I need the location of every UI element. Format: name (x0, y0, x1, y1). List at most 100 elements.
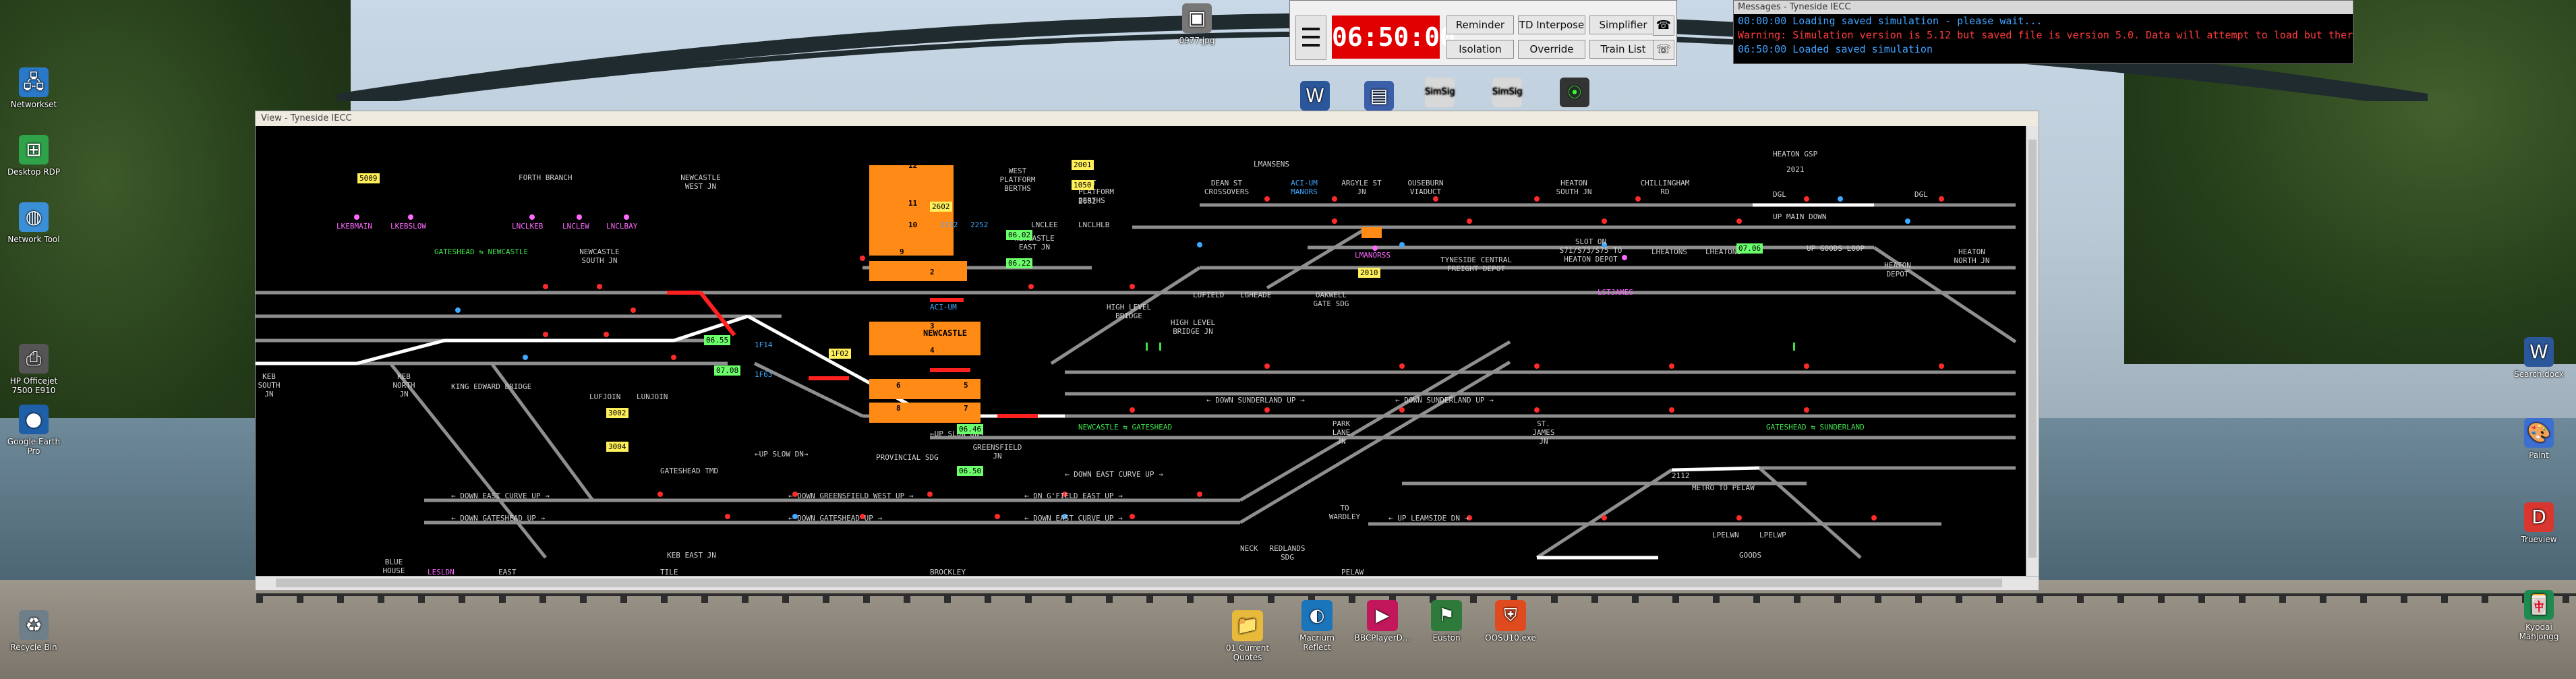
label-up-main-down: UP MAIN DOWN (1773, 212, 1827, 221)
desktop-icon-hp-officejet[interactable]: ⎙ HP Officejet 7500 E910 (0, 344, 67, 395)
desktop-icon-current-quotes[interactable]: 📁 01 Current Quotes (1217, 610, 1278, 662)
label-lkebmain: LKEBMAIN (336, 222, 372, 231)
platform-number-1: 1 (970, 247, 975, 256)
label-lnclee: LNCLEE (1031, 220, 1058, 229)
timer-box[interactable]: 06.02 (1006, 230, 1033, 240)
label-down-greensfield-west-up: ← DOWN GREENSFIELD WEST UP → (788, 492, 914, 500)
label-st-james-jn: ST. JAMES JN (1532, 419, 1555, 446)
desktop-icon-network-tool[interactable]: ◍ Network Tool (0, 202, 67, 244)
desktop-icon-euston[interactable]: ⚑ Euston (1416, 600, 1477, 643)
reminder-button[interactable]: Reminder (1446, 16, 1514, 34)
desktop-icon-jpg[interactable]: ▣ 0977.jpg (1163, 3, 1231, 45)
hamburger-icon-bar (1302, 44, 1320, 47)
network-icon: 🖧 (19, 67, 49, 97)
view-window-title[interactable]: View - Tyneside IECC (256, 111, 2039, 126)
desktop-icon-kyodai-mahjongg[interactable]: 🀄 Kyodai Mahjongg (2505, 590, 2573, 641)
horizontal-scrollbar-thumb[interactable] (276, 579, 2002, 587)
override-button[interactable]: Override (1518, 40, 1585, 59)
timer-box[interactable]: 06.55 (704, 335, 731, 345)
berth-5009[interactable]: 5009 (357, 173, 380, 183)
label-gateshead-newcastle: GATESHEAD ⇆ NEWCASTLE (434, 247, 529, 256)
desktop-icon-recycle-bin[interactable]: ♻ Recycle Bin (0, 610, 67, 652)
berth-2001[interactable]: 2001 (1072, 160, 1094, 170)
label-slot-on-heaton-depot: SLOT ON S71/S73/S75 TO HEATON DEPOT (1559, 237, 1622, 264)
desktop-icon-simsig-2[interactable]: SimSig (1484, 78, 1531, 110)
view-window: View - Tyneside IECC (255, 111, 2039, 591)
desktop-icon-search-docx[interactable]: W Search.docx (2505, 337, 2573, 379)
platform-number-8: 8 (896, 404, 901, 413)
image-file-icon: ▣ (1182, 3, 1212, 33)
simplifier-button[interactable]: Simplifier (1589, 16, 1657, 34)
hamburger-icon-bar (1302, 36, 1320, 38)
messages-window: Messages - Tyneside IECC 00:00:00 Loadin… (1733, 0, 2353, 64)
label-west-platform-berths: WEST PLATFORM BERTHS (999, 167, 1036, 193)
berth-2002: 2002 (1078, 197, 1096, 206)
berth-2252: 2252 (970, 220, 989, 229)
berth-3004[interactable]: 3004 (606, 442, 628, 452)
platform-number-2: 2 (930, 268, 935, 276)
label-redlands-sdg: REDLANDS SDG (1269, 544, 1306, 562)
telephone-icon[interactable]: ☎ (1653, 16, 1674, 36)
label-tile: TILE (660, 568, 678, 577)
td-interpose-button[interactable]: TD Interpose (1518, 16, 1585, 34)
signalling-diagram[interactable]: 5009 FORTH BRANCH NEWCASTLE WEST JN WEST… (256, 126, 2028, 578)
word-document-icon: W (2524, 337, 2554, 367)
isolation-button[interactable]: Isolation (1446, 40, 1514, 59)
label-brockley: BROCKLEY (930, 568, 966, 577)
desktop-icon-paint[interactable]: 🎨 Paint (2505, 418, 2573, 460)
desktop-icon-bbc-player[interactable]: ▶ BBCPlayerD... (1352, 600, 1413, 643)
label-pelaw: PELAW (1341, 568, 1364, 577)
timer-box[interactable]: 06.50 (957, 466, 984, 476)
desktop-icon-desktop-rdp[interactable]: ⊞ Desktop RDP (0, 135, 67, 177)
telephone-call-icon[interactable]: ☏ (1653, 40, 1674, 60)
train-list-button[interactable]: Train List (1589, 40, 1657, 59)
vertical-scrollbar-thumb[interactable] (2028, 140, 2037, 558)
label-dn-gfield-east-up: ← DN G'FIELD EAST UP → (1024, 492, 1123, 500)
label-down-east-curve-up-2: ← DOWN EAST CURVE UP → (1065, 470, 1163, 479)
timer-box[interactable]: 06.22 (1006, 258, 1033, 268)
label-blue-house: BLUE HOUSE (382, 558, 405, 575)
label-heaton-gsp: HEATON GSP (1773, 150, 1818, 158)
main-menu-button[interactable] (1295, 16, 1326, 60)
occupied-track (667, 291, 1038, 418)
label-greensfield-jn: GREENSFIELD JN (972, 443, 1022, 461)
desktop-icon-trueview[interactable]: D Trueview (2505, 502, 2573, 544)
label-tyneside-central-freight-depot: TYNESIDE CENTRAL FREIGHT DEPOT (1440, 256, 1512, 273)
timer-box[interactable]: 07.08 (714, 365, 741, 376)
vertical-scrollbar[interactable] (2026, 126, 2039, 577)
desktop-icon-google-earth[interactable]: ● Google Earth Pro (0, 405, 67, 456)
horizontal-scrollbar[interactable] (256, 576, 2039, 590)
mahjong-tile-icon: 🀄 (2524, 590, 2554, 620)
simulation-clock[interactable]: 06:50:00 (1332, 16, 1455, 59)
set-routes (256, 203, 1874, 560)
berth-3002[interactable]: 3002 (606, 408, 628, 418)
label-newcastle-west-jn: NEWCASTLE WEST JN (680, 173, 721, 191)
train-berth-1f02[interactable]: 1F02 (829, 349, 851, 359)
desktop-icon-signal[interactable]: ⦿ (1558, 78, 1591, 110)
signals (543, 196, 1944, 521)
desktop-icon-word[interactable]: W (1298, 81, 1332, 113)
berth-2112: 2112 (1672, 471, 1690, 480)
timer-box[interactable]: 07.06 (1736, 243, 1763, 254)
label-newcastle-gateshead: NEWCASTLE ⇆ GATESHEAD (1078, 423, 1173, 432)
berth-2602[interactable]: 2602 (930, 202, 952, 212)
train-berth-1f63[interactable]: 1F63 (755, 370, 773, 379)
desktop-icon-simsig-1[interactable]: SimSig (1416, 78, 1463, 110)
messages-window-title[interactable]: Messages - Tyneside IECC (1734, 1, 2353, 14)
label-chillingham-rd: CHILLINGHAM RD (1640, 179, 1690, 196)
label-dgl-2: DGL (1914, 190, 1928, 199)
oosu-shield-icon: ⛨ (1495, 600, 1526, 631)
desktop-icon-macrium-reflect[interactable]: ◐ Macrium Reflect (1287, 600, 1347, 652)
platform-number-6: 6 (896, 381, 901, 390)
desktop-icon-networkset[interactable]: 🖧 Networkset (0, 67, 67, 109)
label-down-gateshead-up-1: ← DOWN GATESHEAD UP → (451, 514, 546, 523)
label-lnclbay: LNCLBAY (606, 222, 638, 231)
timer-box[interactable]: 06.46 (957, 424, 984, 434)
label-heaton-depot: HEATON DEPOT (1884, 261, 1911, 278)
label-lufield: LUFIELD (1193, 291, 1225, 299)
desktop-icon-screen-tool[interactable]: ▤ (1362, 81, 1396, 113)
berth-2010[interactable]: 2010 (1358, 268, 1380, 278)
berth-1050[interactable]: 1050 (1072, 180, 1094, 190)
desktop-icon-oosu10[interactable]: ⛨ OOSU10.exe (1480, 600, 1541, 643)
train-berth-1f14[interactable]: 1F14 (755, 341, 773, 349)
